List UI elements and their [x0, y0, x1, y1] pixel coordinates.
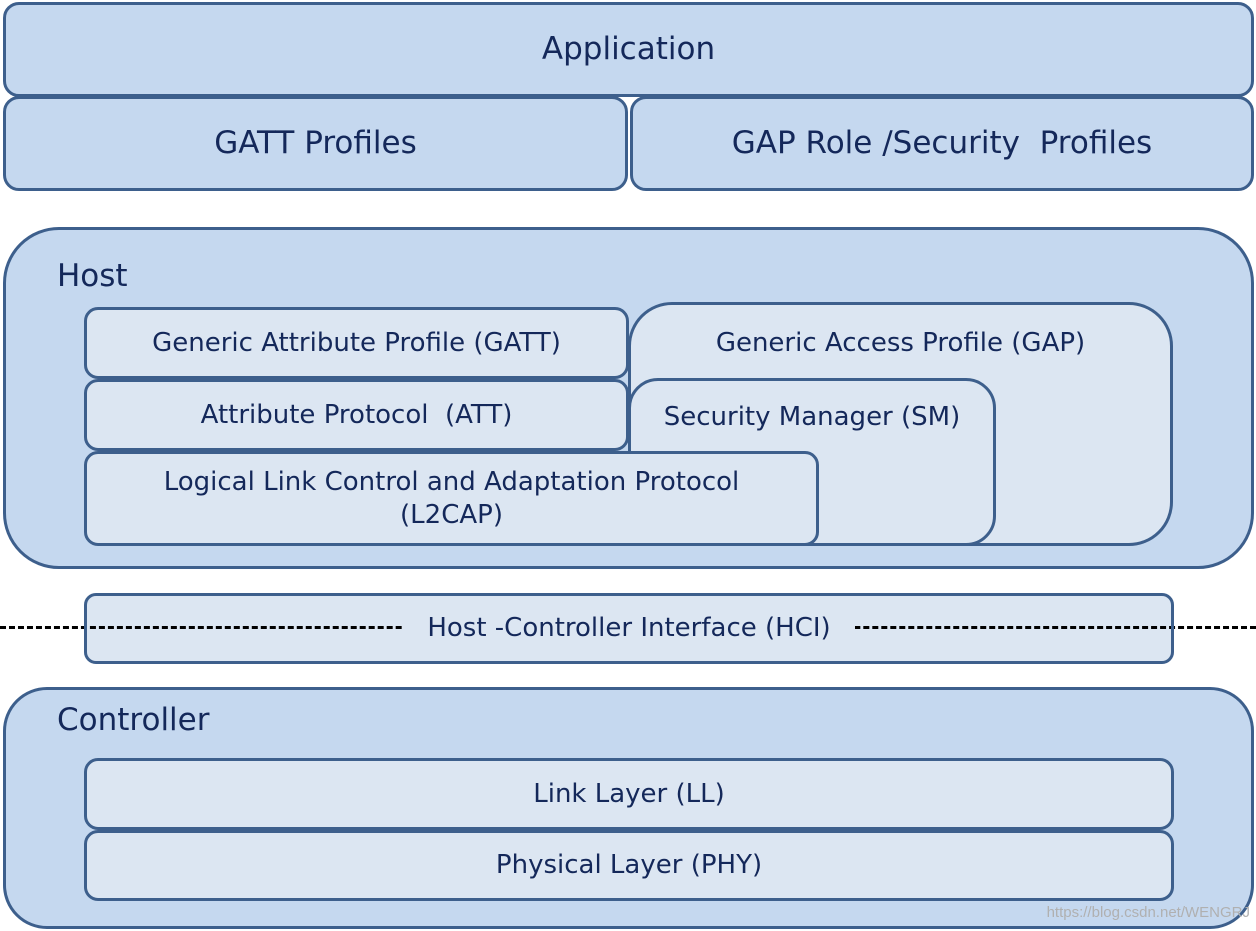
application-label: Application: [541, 31, 716, 68]
gatt-profiles-box: GATT Profiles: [3, 96, 628, 191]
l2cap-label-line1: Logical Link Control and Adaptation Prot…: [163, 467, 740, 497]
application-layer: Application: [3, 2, 1254, 97]
security-manager-label: Security Manager (SM): [663, 402, 961, 432]
att-label: Attribute Protocol (ATT): [200, 399, 513, 430]
link-layer-box: Link Layer (LL): [84, 758, 1174, 830]
hci-label: Host -Controller Interface (HCI): [403, 612, 855, 645]
host-title: Host: [57, 258, 128, 294]
l2cap-box: Logical Link Control and Adaptation Prot…: [84, 451, 819, 546]
gap-profiles-box: GAP Role /Security Profiles: [630, 96, 1254, 191]
controller-title: Controller: [57, 702, 210, 738]
l2cap-label: Logical Link Control and Adaptation Prot…: [164, 466, 740, 531]
gatt-profiles-label: GATT Profiles: [214, 125, 417, 162]
watermark: https://blog.csdn.net/WENGRJ: [1046, 904, 1250, 921]
gatt-label: Generic Attribute Profile (GATT): [152, 327, 561, 358]
att-box: Attribute Protocol (ATT): [84, 379, 629, 451]
gatt-box: Generic Attribute Profile (GATT): [84, 307, 629, 379]
l2cap-label-line2: (L2CAP): [400, 499, 503, 530]
hci-box: Host -Controller Interface (HCI): [84, 593, 1174, 664]
gap-profiles-label: GAP Role /Security Profiles: [731, 125, 1153, 162]
physical-layer-label: Physical Layer (PHY): [495, 850, 763, 881]
gap-label: Generic Access Profile (GAP): [715, 328, 1086, 358]
physical-layer-box: Physical Layer (PHY): [84, 830, 1174, 901]
link-layer-label: Link Layer (LL): [533, 778, 725, 809]
